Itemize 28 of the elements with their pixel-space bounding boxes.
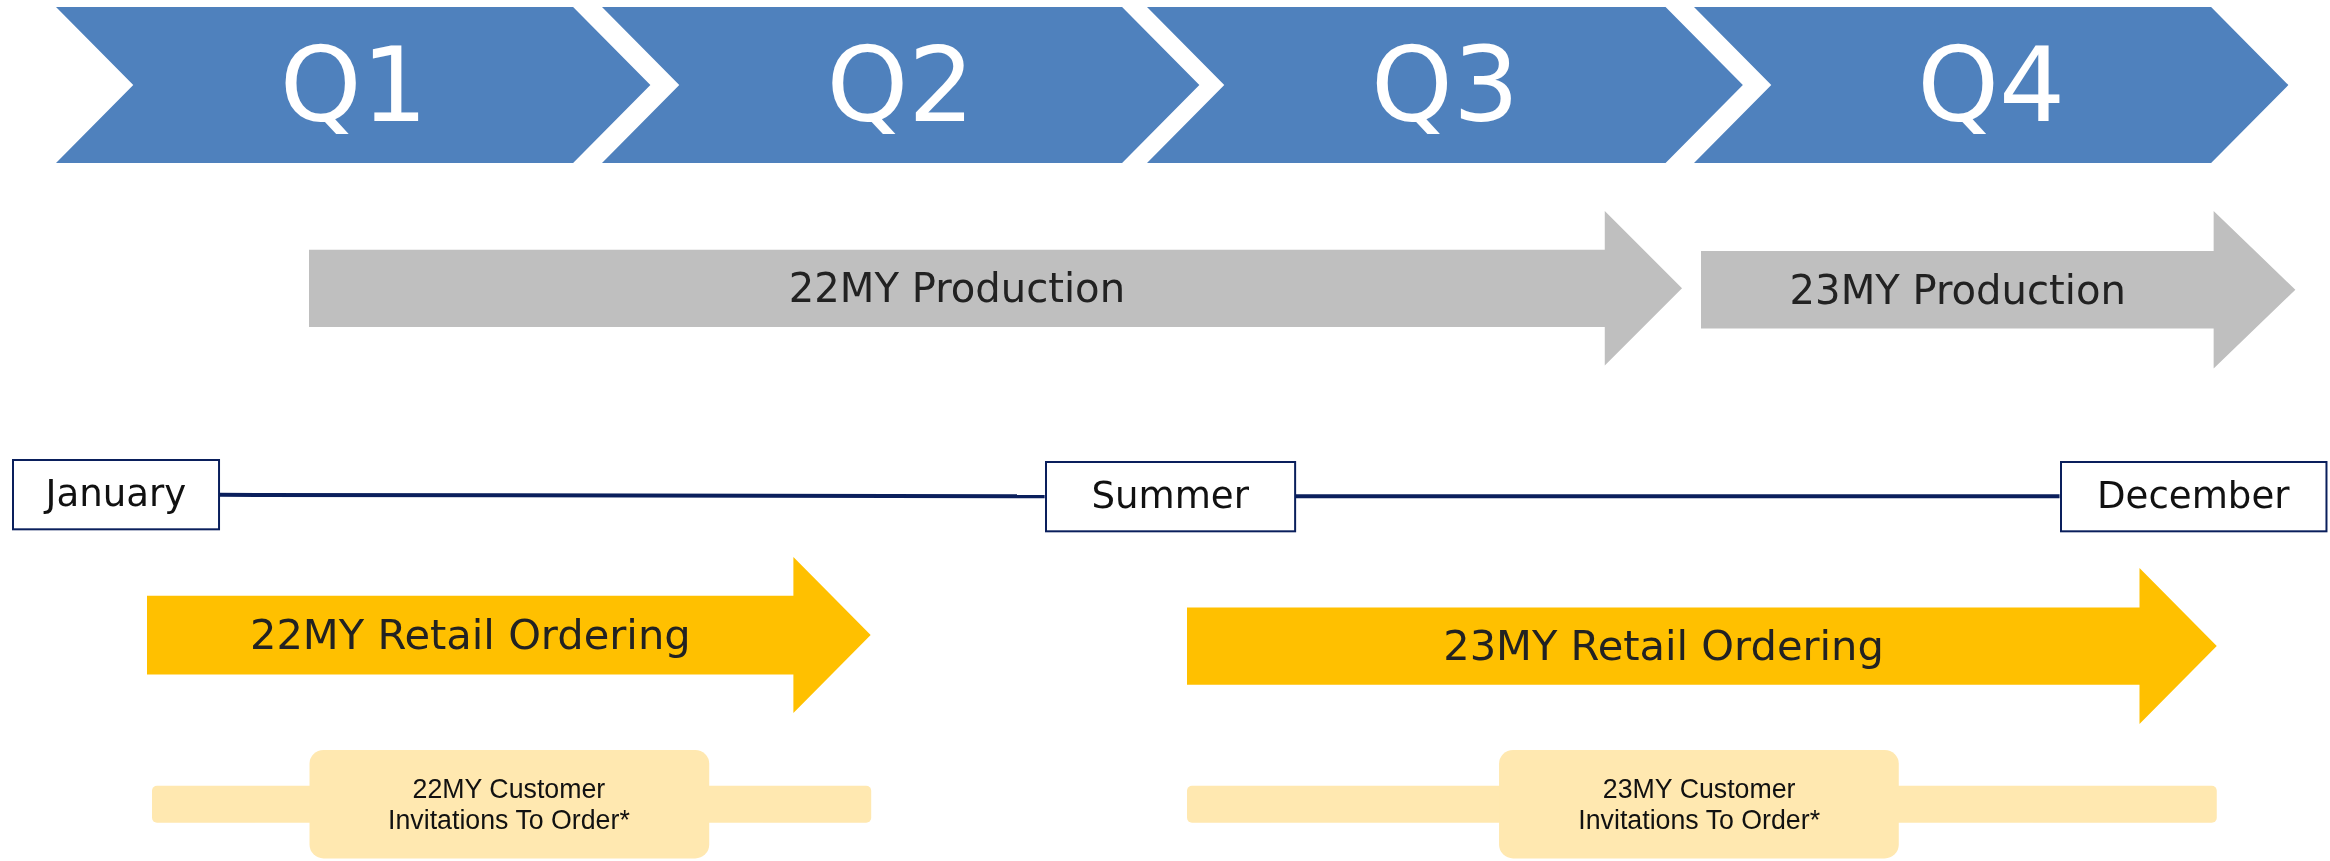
quarter-banner [1147, 7, 1743, 164]
quarter-banner [601, 7, 1200, 164]
timeline-line [1295, 494, 2060, 499]
month-box [2059, 460, 2327, 532]
month-box [11, 459, 220, 531]
quarter-banner [56, 7, 651, 164]
quarter-label: Q4 [1917, 25, 2066, 146]
quarter-banner [1694, 7, 2289, 164]
month-label: December [2097, 474, 2290, 518]
phase-label: 23MY Retail Ordering [1443, 621, 1884, 670]
quarter-label: Q1 [279, 25, 428, 146]
invitation-band [151, 750, 871, 859]
ordering-phase-banner [147, 557, 871, 714]
month-label: January [45, 473, 187, 517]
invitation-band [1187, 750, 2218, 859]
production-phase-banner [1701, 211, 2296, 369]
quarter-label: Q3 [1371, 25, 1520, 146]
timeline-line [219, 492, 1045, 499]
invitation-label: 23MY Customer Invitations To Order* [1577, 773, 1822, 836]
month-box [1044, 460, 1296, 532]
month-label: Summer [1091, 474, 1249, 518]
ordering-phase-banner [1187, 567, 2218, 724]
invitation-label: 22MY Customer Invitations To Order* [387, 773, 631, 836]
quarter-label: Q2 [826, 25, 975, 146]
phase-label: 22MY Production [788, 265, 1126, 312]
production-phase-banner [309, 211, 1683, 366]
phase-label: 23MY Production [1789, 266, 2126, 313]
phase-label: 22MY Retail Ordering [249, 611, 691, 660]
